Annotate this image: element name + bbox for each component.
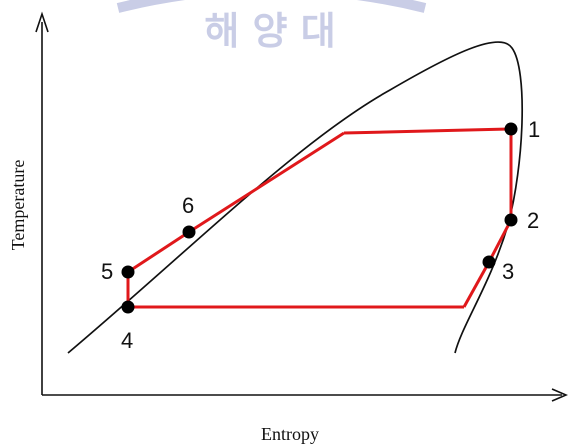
cycle-segment-evap-1 <box>343 127 512 135</box>
state-point-1 <box>504 122 518 136</box>
state-point-5 <box>121 265 135 279</box>
x-axis-arrowhead <box>551 388 568 402</box>
state-label-3: 3 <box>502 259 514 284</box>
state-points <box>121 122 518 314</box>
watermark-text: 해 양 대 <box>204 9 335 53</box>
state-point-6 <box>182 225 196 239</box>
state-labels: 1 2 3 4 5 6 <box>101 117 540 353</box>
cycle-segment-3-cond <box>462 261 491 308</box>
axes: Entropy Temperature <box>8 11 568 444</box>
watermark-arc <box>116 0 427 13</box>
cycle-path <box>126 127 513 309</box>
state-label-4: 4 <box>121 328 133 353</box>
state-label-2: 2 <box>527 208 539 233</box>
watermark: 해 양 대 <box>116 0 427 53</box>
cycle-segment-6-evap <box>188 131 345 234</box>
state-point-3 <box>482 255 496 269</box>
y-axis-arrowhead <box>35 11 49 33</box>
state-point-2 <box>504 213 518 227</box>
y-axis-title: Temperature <box>8 160 28 251</box>
state-label-6: 6 <box>182 193 194 218</box>
state-label-1: 1 <box>528 117 540 142</box>
saturation-dome <box>67 41 524 354</box>
x-axis-title: Entropy <box>261 424 319 444</box>
state-point-4 <box>121 300 135 314</box>
cycle-segment-5-6 <box>127 230 190 274</box>
state-label-5: 5 <box>101 259 113 284</box>
cycle-segment-2-3 <box>487 219 513 263</box>
